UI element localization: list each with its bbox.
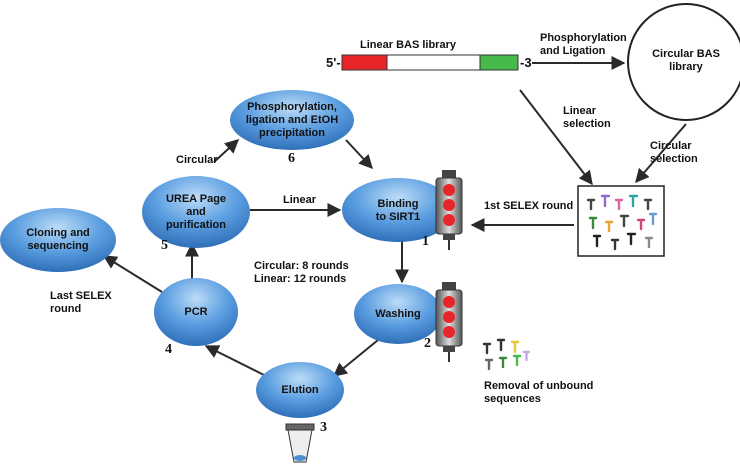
rounds-label: Circular: 8 rounds Linear: 12 rounds xyxy=(254,260,349,285)
arrow-pcr-to-cloning xyxy=(102,255,163,293)
circular-library-circle xyxy=(627,3,740,121)
aptamer-pool-box xyxy=(577,185,665,257)
linear-library-title: Linear BAS library xyxy=(360,39,456,51)
arrow-elution-to-pcr xyxy=(204,345,271,379)
first-selex-round-label: 1st SELEX round xyxy=(484,200,574,212)
step-number-6: 6 xyxy=(288,151,295,166)
arrow-phos-to-binding xyxy=(345,139,373,170)
binding-node-text: Binding to SIRT1 xyxy=(375,198,421,223)
linear-label: Linear xyxy=(283,194,317,206)
cloning-node-text: Cloning and sequencing xyxy=(26,227,90,252)
linear-bas-library-bar xyxy=(341,54,519,71)
arrow-urea-to-phos xyxy=(213,139,240,163)
urea-page-node xyxy=(142,176,250,248)
phosphorylation-node xyxy=(230,90,354,150)
step-number-4: 4 xyxy=(165,342,172,357)
three-prime-end: -3 xyxy=(520,55,532,70)
arrow-circular-selection xyxy=(635,123,687,184)
step-number-2: 2 xyxy=(424,336,431,351)
washing-column-icon xyxy=(435,282,463,362)
binding-node xyxy=(342,178,454,242)
circular-label: Circular xyxy=(176,154,218,166)
elution-node xyxy=(256,362,344,418)
urea-node-text: UREA Page and purification xyxy=(165,193,227,231)
circular-library-label: Circular BAS library xyxy=(652,48,720,73)
washing-node-text: Washing xyxy=(375,308,421,320)
step-number-3: 3 xyxy=(320,420,327,435)
elution-tube-icon xyxy=(285,423,315,463)
binding-column-icon xyxy=(435,170,463,250)
removal-unbound-label: Removal of unbound sequences xyxy=(484,380,594,405)
pcr-node-text: PCR xyxy=(184,306,208,318)
washing-node xyxy=(354,284,442,344)
phosphorylation-node-text: Phosphorylation, ligation and EtOH preci… xyxy=(245,101,339,139)
phosphorylation-ligation-label: Phosphorylation and Ligation xyxy=(540,32,627,57)
arrow-washing-to-elution xyxy=(332,339,379,377)
last-selex-round-label: Last SELEX round xyxy=(50,290,112,315)
linear-selection-label: Linear selection xyxy=(563,105,611,130)
unbound-sequences-icon xyxy=(482,338,531,371)
elution-node-text: Elution xyxy=(281,384,319,396)
step-number-5: 5 xyxy=(161,238,168,253)
five-prime-end: 5'- xyxy=(326,55,341,70)
cloning-node xyxy=(0,208,116,272)
arrow-linear-selection xyxy=(519,89,593,186)
pcr-node xyxy=(154,278,238,346)
circular-selection-label: Circular selection xyxy=(650,140,698,165)
step-number-1: 1 xyxy=(422,234,429,249)
